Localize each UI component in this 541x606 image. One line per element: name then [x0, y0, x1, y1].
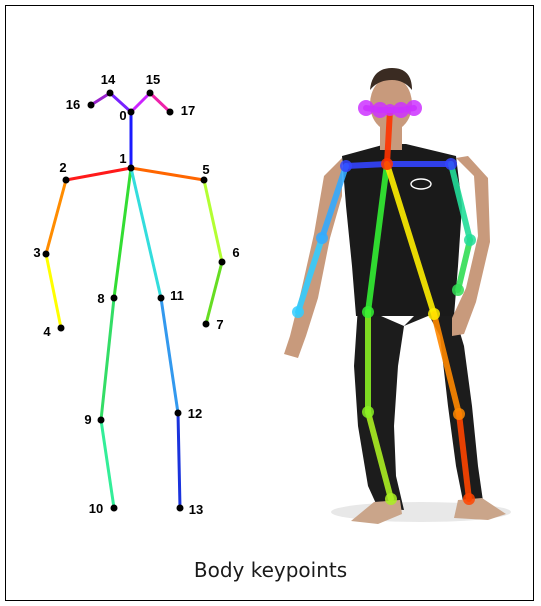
limb-6-7: [206, 262, 222, 324]
keypoint-label-11: 11: [170, 288, 184, 303]
right-leg-shape: [354, 306, 404, 510]
keypoint-9: [98, 417, 105, 424]
keypoint-14: [107, 90, 114, 97]
keypoint-label-12: 12: [188, 406, 202, 421]
keypoint-16: [88, 102, 95, 109]
keypoint-labels-layer: 01234567891011121314151617: [33, 72, 239, 517]
limb-8-9: [101, 298, 114, 420]
photo-joint-lel: [464, 234, 476, 246]
keypoint-4: [58, 325, 65, 332]
keypoint-label-13: 13: [189, 502, 203, 517]
keypoint-8: [111, 295, 118, 302]
torso-shape: [342, 144, 462, 316]
keypoint-7: [203, 321, 210, 328]
keypoint-label-0: 0: [119, 108, 126, 123]
photo-joint-rear: [358, 100, 374, 116]
keypoint-0: [128, 109, 135, 116]
photo-joint-lhip: [428, 308, 440, 320]
figure-frame: 01234567891011121314151617: [5, 5, 534, 601]
keypoint-label-2: 2: [59, 160, 66, 175]
limb-9-10: [101, 420, 114, 508]
limb-1-11: [131, 168, 161, 298]
photo-joint-neck: [381, 158, 393, 170]
limbs-layer: [46, 93, 222, 508]
photo-joint-rhip: [362, 306, 374, 318]
keypoint-1: [128, 165, 135, 172]
photo-joint-lsh: [445, 158, 457, 170]
limb-12-13: [178, 413, 180, 508]
left-leg-shape: [404, 306, 484, 508]
keypoint-11: [158, 295, 165, 302]
keypoint-15: [147, 90, 154, 97]
limb-1-2: [66, 168, 131, 180]
photo-joint-lkn: [453, 408, 465, 420]
keypoint-2: [63, 177, 70, 184]
photo-limb-neck-rsh: [346, 164, 387, 166]
photo-joint-rsh: [340, 160, 352, 172]
keypoint-label-3: 3: [33, 245, 40, 260]
limb-2-3: [46, 180, 66, 254]
photo-limb-nose-neck: [387, 110, 390, 164]
limb-11-12: [161, 298, 178, 413]
photo-joint-lwr: [452, 284, 464, 296]
keypoint-label-16: 16: [66, 97, 80, 112]
keypoint-5: [201, 177, 208, 184]
keypoint-label-8: 8: [97, 291, 104, 306]
person-photo: [284, 68, 511, 524]
photo-joint-rkn: [362, 406, 374, 418]
photo-joint-lear: [406, 100, 422, 116]
keypoint-label-6: 6: [232, 245, 239, 260]
photo-joint-rwr: [292, 306, 304, 318]
keypoint-3: [43, 251, 50, 258]
keypoints-layer: [43, 90, 226, 512]
keypoint-6: [219, 259, 226, 266]
keypoint-label-17: 17: [181, 103, 195, 118]
figure-caption: Body keypoints: [6, 558, 535, 582]
keypoint-label-14: 14: [101, 72, 116, 87]
keypoint-label-10: 10: [89, 501, 103, 516]
keypoint-label-5: 5: [202, 162, 209, 177]
limb-0-15: [131, 93, 150, 112]
keypoint-label-9: 9: [84, 412, 91, 427]
keypoint-label-1: 1: [119, 151, 126, 166]
keypoint-label-4: 4: [43, 324, 51, 339]
limb-1-8: [114, 168, 131, 298]
photo-joint-reye: [372, 102, 388, 118]
photo-joint-lank: [463, 493, 475, 505]
keypoint-figure: 01234567891011121314151617: [6, 6, 535, 602]
limb-3-4: [46, 254, 61, 328]
limb-5-6: [204, 180, 222, 262]
keypoint-label-7: 7: [216, 317, 223, 332]
keypoint-12: [175, 410, 182, 417]
limb-15-17: [150, 93, 170, 112]
keypoint-label-15: 15: [146, 72, 160, 87]
photo-joint-rel: [316, 232, 328, 244]
limb-1-5: [131, 168, 204, 180]
photo-joint-rank: [385, 493, 397, 505]
keypoint-13: [177, 505, 184, 512]
keypoint-10: [111, 505, 118, 512]
keypoint-17: [167, 109, 174, 116]
keypoint-schematic: 01234567891011121314151617: [33, 72, 239, 517]
